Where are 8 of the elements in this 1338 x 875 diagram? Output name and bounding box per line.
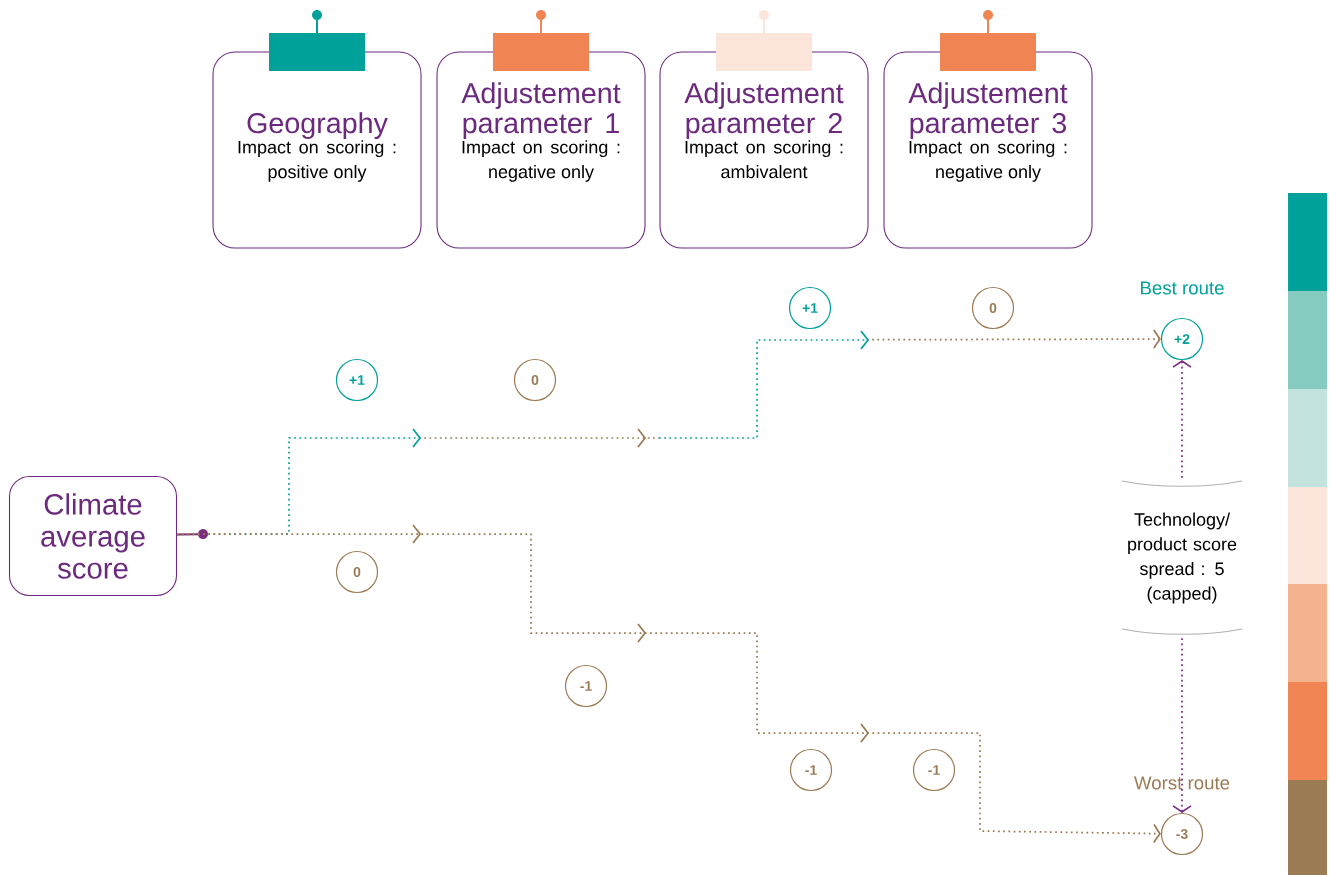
start-box: Climate average score: [8, 475, 178, 597]
arrow: [1172, 637, 1192, 813]
route-label: Best route: [1141, 281, 1224, 295]
connector-stub: [176, 529, 208, 540]
arrow: [1172, 360, 1192, 479]
route-arrow: [176, 524, 1161, 844]
spread-text: Technology/ product score spread : 5 (capped): [1128, 512, 1237, 604]
route-label: Worst route: [1134, 776, 1230, 790]
